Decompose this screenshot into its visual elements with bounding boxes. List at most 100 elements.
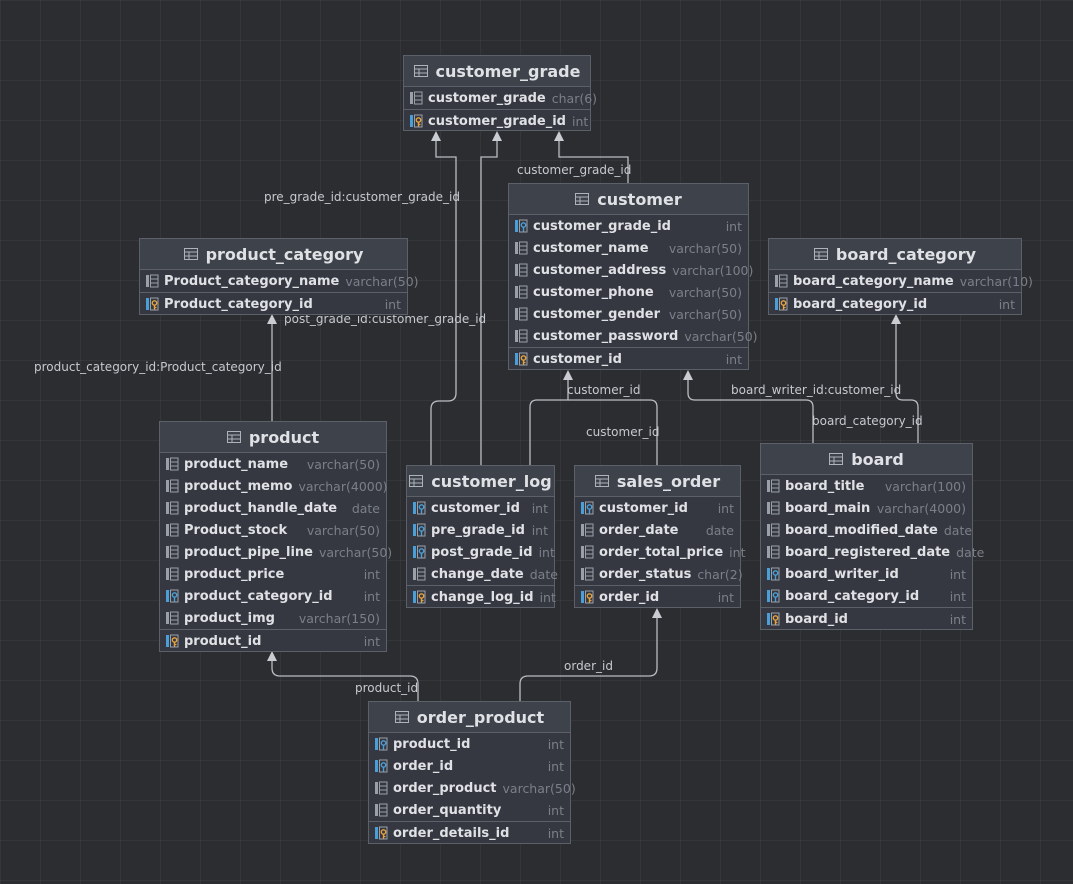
arrowhead [554,131,564,141]
table-icon [394,708,409,727]
column-icon [774,274,788,288]
column-icon [766,479,780,493]
table-name: customer_log [431,471,552,491]
column-type: int [729,544,746,560]
column-type: varchar(50) [502,780,576,796]
column-name: product_id [393,736,471,752]
column-name: customer_id [533,351,622,367]
column-icon [374,781,388,795]
table-name: board_category [835,244,977,264]
column-icon [766,545,780,559]
column-type: int [363,633,380,649]
column-name: board_id [785,611,848,627]
table-header[interactable]: customer_grade [404,56,590,87]
column-type: varchar(100) [884,478,966,494]
edge-sales-order-to-customer [568,399,658,465]
edge-label-post-grade: post_grade_id:customer_grade_id [284,312,487,326]
edge-label-board-category: board_category_id [812,414,923,428]
table-header[interactable]: board [761,444,972,475]
table-name: sales_order [616,471,721,491]
column-type: varchar(50) [684,328,758,344]
column-icon [580,523,594,537]
primary-key-icon [145,297,159,311]
edge-label-product-category: product_category_id:Product_category_id [34,360,282,374]
table-header[interactable]: product [160,422,386,453]
column-name: customer_grade_id [428,113,566,129]
column-icon [580,567,594,581]
table-header[interactable]: customer_log [407,466,554,497]
primary-key-icon [412,590,426,604]
table-name: board [851,449,904,469]
primary-key-icon [580,590,594,604]
table-header[interactable]: board_category [769,239,1021,270]
column-type: varchar(50) [319,544,393,560]
column-name: board_category_name [793,273,954,289]
primary-key-icon [165,634,179,648]
column-name: customer_id [599,500,688,516]
table-icon [813,245,828,264]
table-header[interactable]: order_product [369,702,570,733]
table-header[interactable]: product_category [140,239,407,270]
table-header[interactable]: sales_order [575,466,740,497]
foreign-key-icon [412,501,426,515]
foreign-key-icon [374,759,388,773]
edge-label-customer-id: customer_id [567,383,641,397]
table-header[interactable]: customer [509,184,748,215]
table-name: product [248,427,320,447]
